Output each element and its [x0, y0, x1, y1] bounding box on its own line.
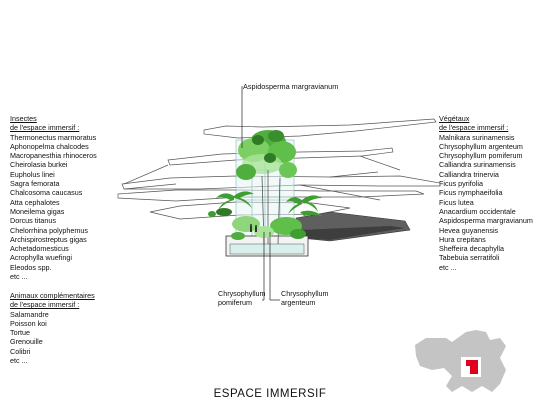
tree-canopies [236, 130, 297, 180]
plants-title-1: Végétaux [439, 114, 470, 123]
list-item: Anacardium occidentale [439, 206, 516, 216]
list-item: Tortue [10, 328, 30, 338]
animals-list: Animaux complémentaires de l'espace imme… [10, 291, 95, 365]
water [229, 243, 305, 255]
list-item: etc ... [10, 356, 28, 366]
key-plan-highlight [466, 360, 478, 374]
list-item: Eupholus linei [10, 169, 55, 179]
list-item: Archispirostreptus gigas [10, 234, 87, 244]
insects-title-2: de l'espace immersif : [10, 123, 80, 133]
list-item: Hevea guyanensis [439, 225, 499, 235]
list-item: Chalcosoma caucasus [10, 188, 83, 198]
understory [208, 208, 306, 240]
plants-list: Végétaux de l'espace immersif : Malnikar… [439, 114, 533, 272]
list-item: Poisson koi [10, 318, 47, 328]
list-item: Ficus lutea [439, 197, 474, 207]
list-item: Colibri [10, 346, 31, 356]
list-item: Sagra femorata [10, 179, 60, 189]
list-item: Macropanesthia rhinoceros [10, 151, 97, 161]
leader-lines [241, 86, 280, 301]
list-item: Aspidosperma margravianum [439, 216, 533, 226]
list-item: Eleodos spp. [10, 262, 52, 272]
list-item: Moneilema gigas [10, 206, 65, 216]
list-item: Achetadomesticus [10, 244, 69, 254]
animals-title-2: de l'espace immersif : [10, 300, 80, 310]
list-item: Cheirolasia burkei [10, 160, 68, 170]
list-item: Chelorrhina polyphemus [10, 225, 88, 235]
list-item: Ficus pyrifolia [439, 179, 483, 189]
list-item: Ficus nymphaeifolia [439, 188, 503, 198]
list-item: etc ... [439, 262, 457, 272]
callout-argenteum: Chrysophyllum argenteum [281, 289, 329, 308]
callout-argenteum-line-1: Chrysophyllum [281, 289, 329, 298]
list-item: Atta cephalotes [10, 197, 60, 207]
callout-pomiferum-line-1: Chrysophyllum [218, 289, 266, 298]
palms [216, 191, 322, 216]
plants-title-2: de l'espace immersif : [439, 123, 509, 133]
animals-title-1: Animaux complémentaires [10, 291, 95, 300]
callout-argenteum-line-2: argenteum [281, 298, 316, 308]
top-callout-label: Aspidosperma margravianum [243, 82, 339, 91]
list-item: Acrophylla wuefingi [10, 253, 72, 263]
lower-deck-shadow [300, 226, 405, 240]
key-plan-shape [415, 330, 506, 392]
list-item: Hura crepitans [439, 234, 486, 244]
list-item: Thermonectus marmoratus [10, 132, 97, 142]
visitors [250, 224, 257, 232]
list-item: Chrysophyllum argenteum [439, 141, 523, 151]
list-item: Aphonopelma chalcodes [10, 141, 89, 151]
list-item: Calliandra trinervia [439, 169, 499, 179]
list-item: Chrysophyllum pomiferum [439, 151, 523, 161]
insects-title-1: Insectes [10, 114, 37, 123]
callout-pomiferum-line-2: pomiferum [218, 298, 252, 308]
list-item: Salamandre [10, 309, 49, 319]
key-plan [415, 330, 506, 392]
list-item: Calliandra surinamensis [439, 160, 516, 170]
list-item: Grenouille [10, 337, 43, 347]
list-item: Sheffeira decaphylla [439, 244, 504, 254]
list-item: Dorcus titanus [10, 216, 56, 226]
list-item: Malnikara surinamensis [439, 132, 515, 142]
callout-pomiferum: Chrysophyllum pomiferum [218, 289, 266, 308]
insects-list: Insectes de l'espace immersif : Thermone… [10, 114, 97, 281]
page-title: ESPACE IMMERSIF [213, 388, 327, 400]
list-item: Tabebuia serratifoli [439, 253, 500, 263]
list-item: etc ... [10, 272, 28, 282]
